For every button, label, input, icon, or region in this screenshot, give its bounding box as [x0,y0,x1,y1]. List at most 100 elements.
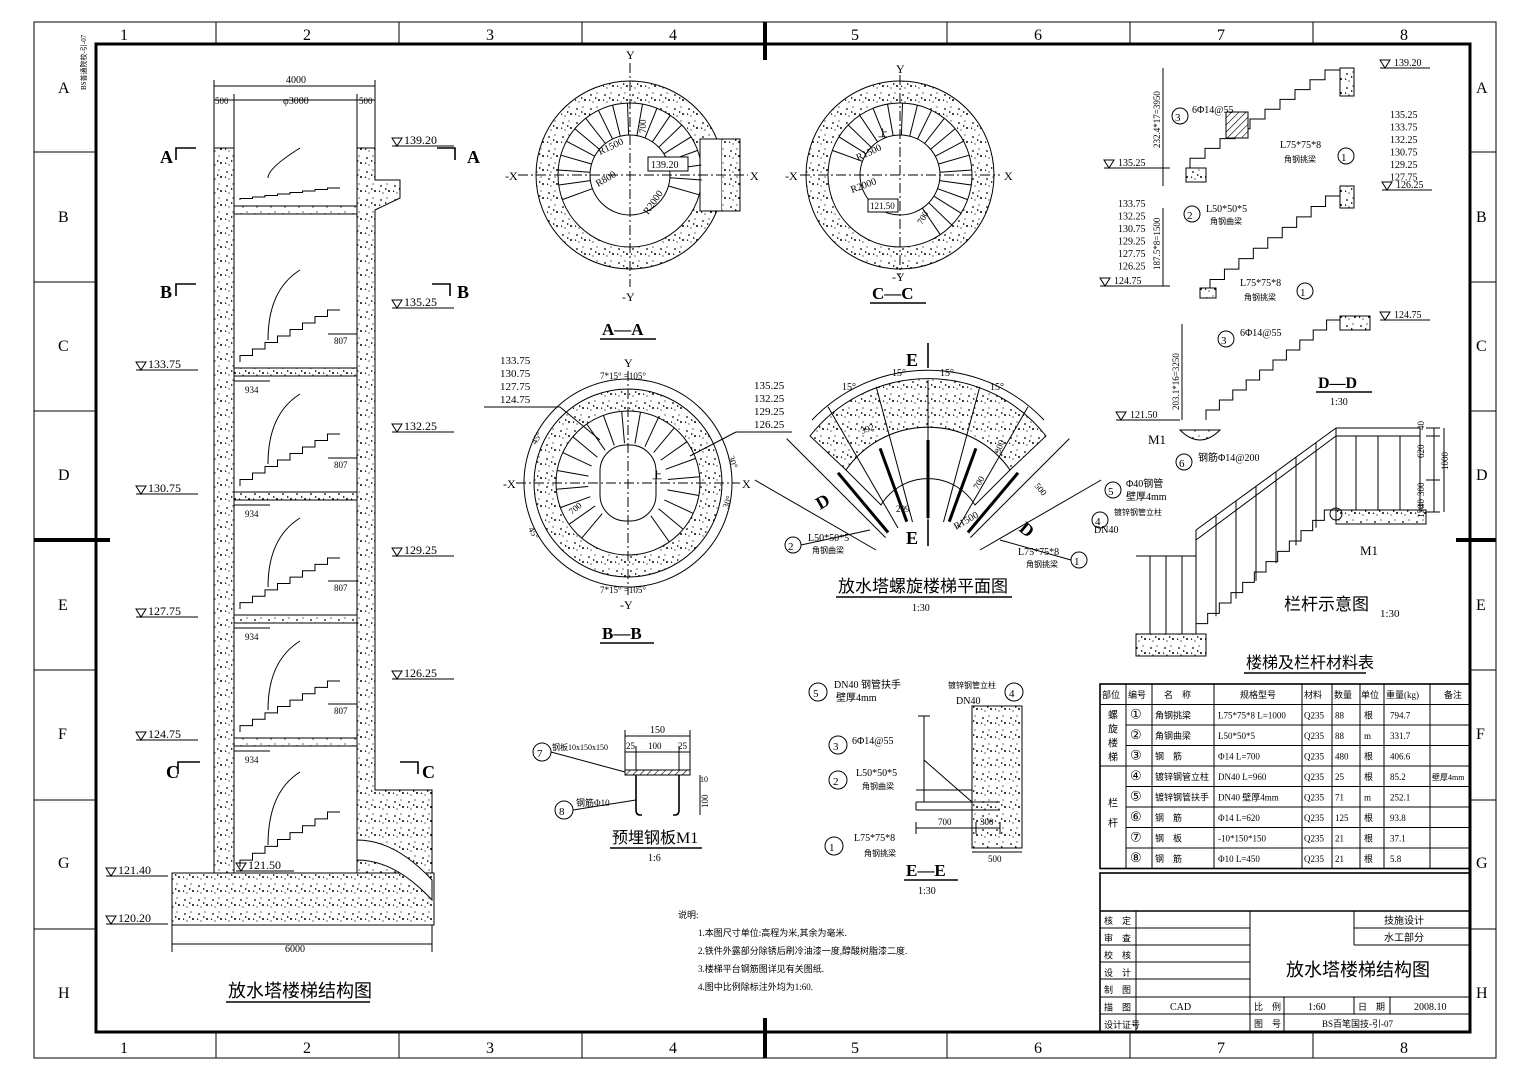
section-a-right: A [467,147,480,167]
grid-col-bottom-5: 5 [851,1040,859,1057]
table-group-stair: 梯 [1108,751,1118,764]
bb-axis-y: Y [624,356,633,370]
cc-axis-x: X [1004,169,1013,183]
table-cell-r6-c2: -10*150*150 [1218,834,1266,844]
grid-col-top-5: 5 [851,27,859,44]
table-cell-r3-c6: 85.2 [1390,772,1406,782]
ee-beam-sub: 角钢挑梁 [864,848,896,858]
table-cell-r6-c3: Q235 [1304,834,1324,844]
tb-role-0: 核 定 [1104,915,1131,926]
table-cell-r2-c2: Φ14 L=700 [1218,752,1260,762]
table-cell-r5-c3: Q235 [1304,813,1324,823]
tb-date-value: 2008.10 [1414,1002,1447,1013]
plan-label-1: L75*75*8 [1018,547,1059,558]
section-aa: 139.20 R1500 R800 R2000 700 -X X Y -Y A—… [505,48,759,340]
tb-stage: 技施设计 [1384,914,1424,927]
table-group-stair: 旋 [1108,723,1118,736]
tb-number-value: BS百笔国技-引-07 [1322,1018,1394,1029]
grid-col-bottom-1: 1 [120,1040,128,1057]
plan-sec-e-top: E [906,350,918,370]
level-right-0: 139.20 [404,133,437,147]
table-cell-r6-c5: 根 [1364,833,1373,844]
level-right-4: 126.25 [404,666,437,680]
ee-handrail: DN40 钢管扶手 [834,678,901,691]
table-cell-r7-c4: 21 [1335,854,1344,864]
dd-list1-5: 127.75 [1390,173,1418,184]
level-left-0: 133.75 [148,357,181,371]
dim-riser: 807 [334,583,348,593]
aa-axis-neg-x: -X [505,169,518,183]
ee-callout-1: 1 [829,842,835,854]
section-c-right: C [422,762,435,782]
plate-dim-height: 100 [700,794,710,808]
section-a-left: A [160,147,173,167]
bb-level-left-0: 133.75 [500,355,531,367]
dd-view: 232.4*17=3950 187.5*8=1500 203.1*16=3250… [1099,58,1432,447]
plan-angle-3: 15° [940,368,954,379]
elevation-stair-flight [239,309,340,362]
table-cell-r1-c5: m [1364,731,1371,741]
dd-list1-0: 135.25 [1390,110,1418,121]
ee-dim-300: 300 [980,817,994,827]
plan-sec-e-bottom: E [906,528,918,548]
margin-note: BS普通院校-引-07 [79,34,88,90]
table-cell-r5-c0: ⑥ [1130,809,1142,824]
grid-row-right-B: B [1476,209,1487,226]
table-cell-r4-c4: 71 [1335,793,1344,803]
cc-up: 上 [878,128,888,140]
section-b-left: B [160,282,172,302]
ee-view: 700 300 500 5 DN40 钢管扶手 壁厚4mm 镀锌钢管立柱 DN4… [808,678,1024,897]
table-cell-r1-c4: 88 [1335,731,1345,741]
dd-list1-2: 132.25 [1390,135,1418,146]
dd-stair-flight [1205,319,1340,420]
table-cell-r4-c0: ⑤ [1130,789,1142,804]
ee-dim-500: 500 [988,854,1002,864]
table-cell-r2-c5: 根 [1364,751,1373,762]
plate-callout-8: 8 [559,806,565,818]
table-group-stair: 楼 [1108,737,1118,750]
dim-landing: 934 [245,632,259,642]
grid-col-top-2: 2 [303,27,311,44]
table-header-8: 备注 [1444,689,1462,700]
plan-title: 放水塔螺旋楼梯平面图 [838,577,1008,596]
bb-level-left-1: 130.75 [500,368,531,380]
grid-col-top-7: 7 [1217,27,1225,44]
level-right-2: 132.25 [404,419,437,433]
level-bottom: 120.20 [118,911,151,925]
grid-row-right-E: E [1476,597,1486,614]
grid-col-top-4: 4 [669,27,677,44]
dd-curve-beam: L50*50*5 [1206,204,1247,215]
foundation-slab [171,872,435,926]
bb-level-left-3: 124.75 [500,394,531,406]
table-header-4: 材料 [1304,689,1322,700]
dd-list2-2: 130.75 [1118,224,1146,235]
spiral-plan: E E D D 15° 15° 15° 15° 392 300 500 700 … [754,343,1102,614]
plan-label-2-sub: 角钢曲梁 [812,545,844,555]
level-base-inner: 121.50 [248,858,281,872]
level-left-1: 130.75 [148,481,181,495]
dd-callout-3a: 3 [1175,112,1181,124]
bb-levels: 133.75130.75127.75124.75135.25132.25129.… [484,355,792,457]
plan-scale: 1:30 [912,603,930,614]
table-cell-r3-c1: 镀锌钢管立柱 [1155,771,1209,782]
dd-stair-flight [1189,69,1340,168]
table-cell-r1-c1: 角钢曲梁 [1155,730,1191,741]
dd-beam-a-sub: 角钢挑梁 [1284,154,1316,164]
grid-row-right-D: D [1476,467,1488,484]
rail-dim-1: 620 [1416,444,1426,458]
plan-angle-2: 15° [892,368,906,379]
table-cell-r5-c2: Φ14 L=620 [1218,813,1260,823]
notes-title: 说明: [678,909,699,920]
rail-title: 栏杆示意图 [1284,595,1369,614]
cc-axis-neg-y: -Y [892,270,905,284]
level-left-3: 124.75 [148,727,181,741]
dd-level-c: 124.75 [1114,276,1142,287]
plan-angle-4: 15° [990,382,1004,393]
plate-m1: 150 25 100 25 100 10 7 钢板10x150x150 8 钢筋… [532,725,710,864]
plate-label-7: 钢板10x150x150 [552,742,608,752]
dd-callout-1b: 1 [1300,287,1306,299]
table-group-rail: 杆 [1108,818,1118,830]
dim-bottom-total: 6000 [285,944,305,955]
